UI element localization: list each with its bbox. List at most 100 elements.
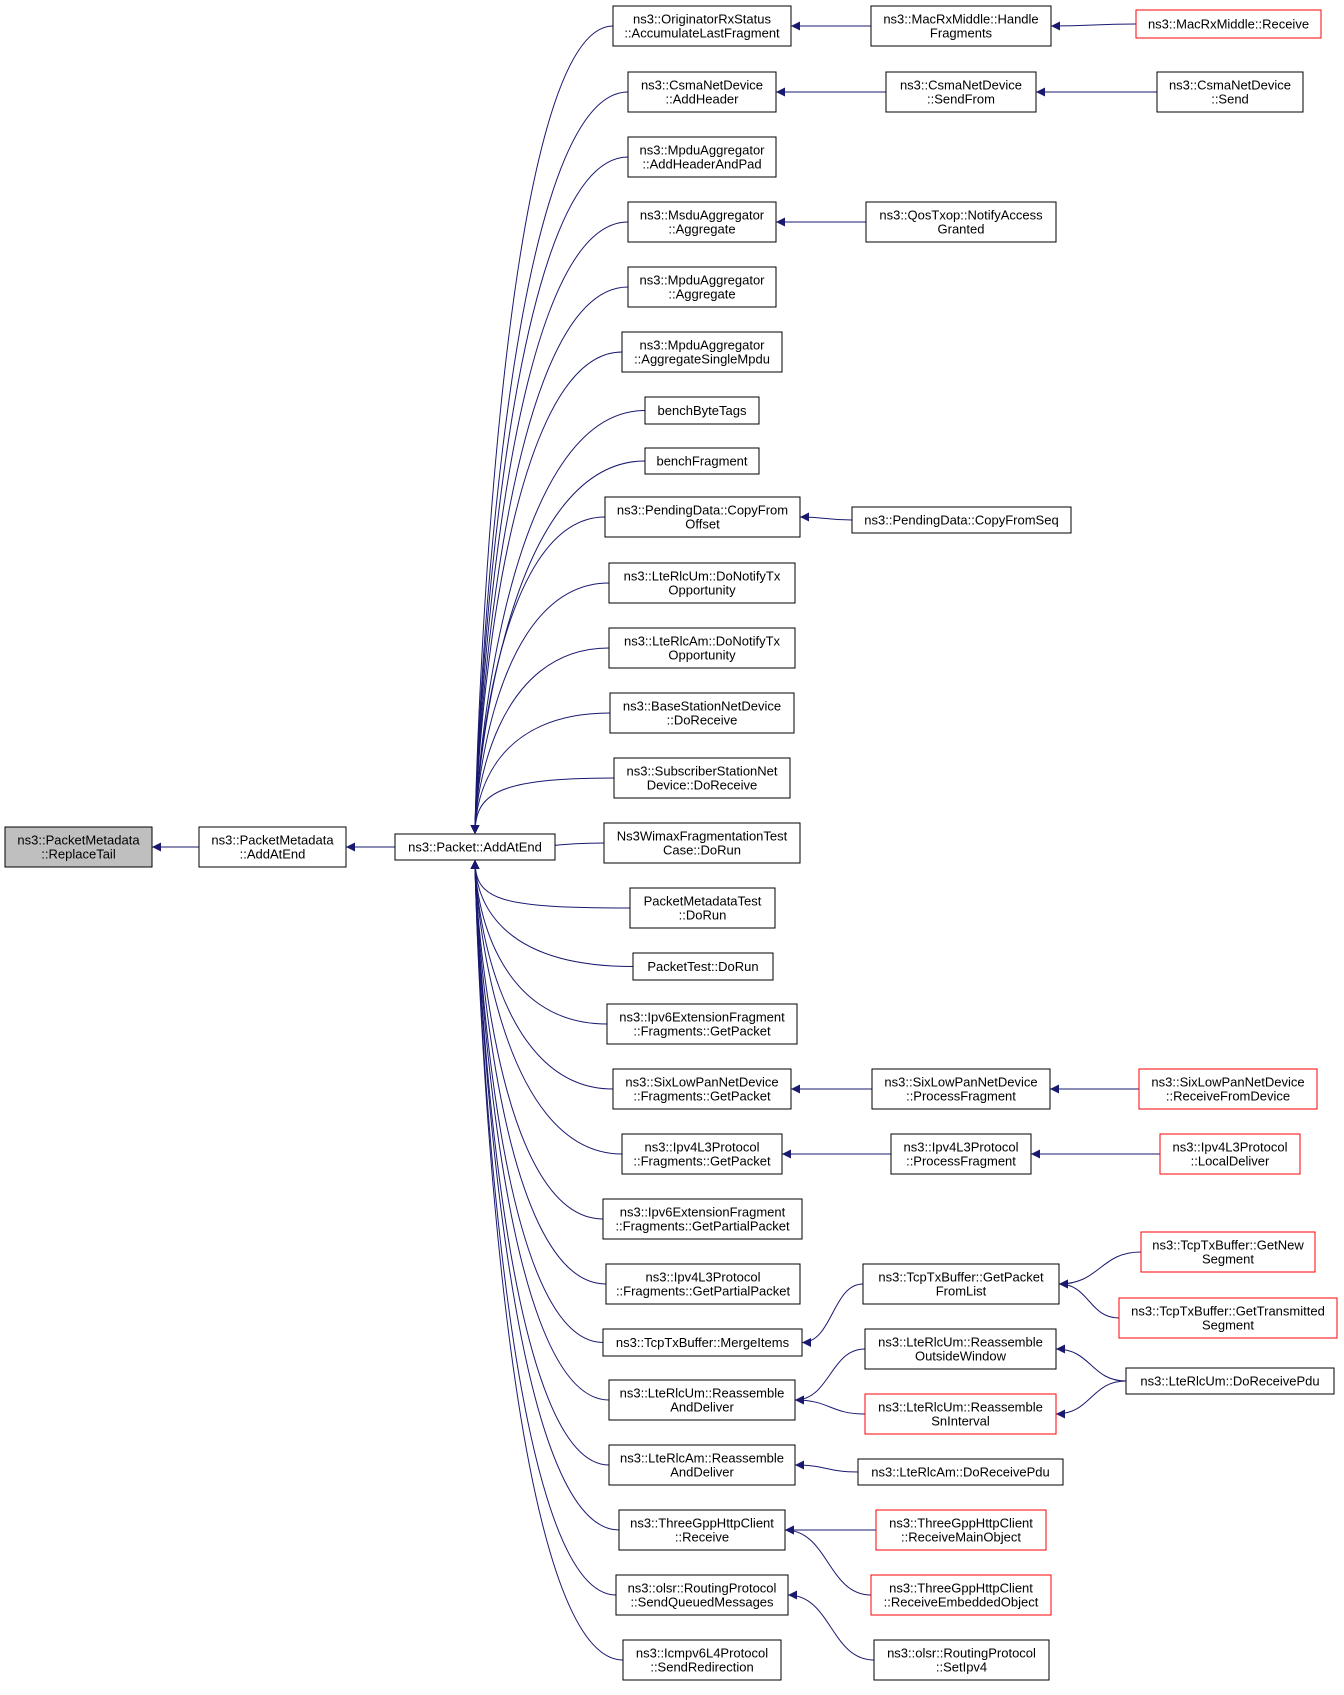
node-c3[interactable]: ns3::MpduAggregator::AddHeaderAndPad (627, 136, 777, 178)
node-label-line: ::AddAtEnd (240, 847, 306, 862)
node-c15[interactable]: PacketMetadataTest::DoRun (629, 887, 776, 929)
node-box (613, 757, 791, 799)
edges-layer (152, 21, 1160, 1661)
node-box (602, 1328, 803, 1357)
node-c18[interactable]: ns3::SixLowPanNetDevice::Fragments::GetP… (612, 1068, 792, 1110)
node-label-line: ns3::LteRlcAm::Reassemble (620, 1451, 784, 1466)
node-e23[interactable]: ns3::LteRlcUm::DoReceivePdu (1125, 1367, 1335, 1395)
node-box (1135, 9, 1322, 39)
edge-c19-to-packet_addatend (470, 859, 623, 1155)
edge-d24-to-c24 (794, 1460, 859, 1473)
node-label-line: SnInterval (931, 1414, 990, 1429)
node-c4[interactable]: ns3::MsduAggregator::Aggregate (627, 201, 777, 243)
node-packet_addatend[interactable]: ns3::Packet::AddAtEnd (394, 833, 556, 861)
node-label-line: Opportunity (668, 648, 736, 663)
node-label-line: ns3::SixLowPanNetDevice (1151, 1075, 1304, 1090)
edge-c18-to-packet_addatend (470, 859, 614, 1090)
node-d9[interactable]: ns3::PendingData::CopyFromSeq (851, 506, 1072, 534)
node-c5[interactable]: ns3::MpduAggregator::Aggregate (627, 266, 777, 308)
edge-c26-to-packet_addatend (470, 859, 617, 1596)
node-box (864, 1328, 1057, 1370)
node-c20[interactable]: ns3::Ipv6ExtensionFragment::Fragments::G… (602, 1198, 803, 1240)
edge-e22b-to-d22 (1058, 1279, 1120, 1319)
node-label-line: ns3::OriginatorRxStatus (633, 12, 772, 27)
node-box (627, 136, 777, 178)
node-label-line: ::Fragments::GetPartialPacket (615, 1219, 790, 1234)
node-label-line: ::SendQueuedMessages (630, 1595, 774, 1610)
node-e19[interactable]: ns3::Ipv4L3Protocol::LocalDeliver (1159, 1133, 1301, 1175)
node-box (627, 201, 777, 243)
node-replace_tail[interactable]: ns3::PacketMetadata::ReplaceTail (4, 826, 153, 868)
node-pm_addatend[interactable]: ns3::PacketMetadata::AddAtEnd (198, 826, 347, 868)
node-label-line: ns3::MpduAggregator (639, 273, 765, 288)
node-c1[interactable]: ns3::OriginatorRxStatus::AccumulateLastF… (612, 5, 792, 47)
node-c6[interactable]: ns3::MpduAggregator::AggregateSingleMpdu (621, 331, 783, 373)
node-label-line: ns3::SubscriberStationNet (626, 764, 777, 779)
node-label-line: ns3::olsr::RoutingProtocol (887, 1646, 1036, 1661)
edge-c3-to-packet_addatend (470, 156, 629, 835)
node-c27[interactable]: ns3::Icmpv6L4Protocol::SendRedirection (622, 1639, 782, 1681)
node-label-line: ns3::TcpTxBuffer::GetNew (1152, 1238, 1304, 1253)
node-box (644, 396, 760, 425)
node-box (612, 5, 792, 47)
node-c25[interactable]: ns3::ThreeGppHttpClient::Receive (618, 1509, 786, 1551)
node-c19[interactable]: ns3::Ipv4L3Protocol::Fragments::GetPacke… (621, 1133, 783, 1175)
node-c21[interactable]: ns3::Ipv4L3Protocol::Fragments::GetParti… (605, 1263, 801, 1305)
node-c7[interactable]: benchByteTags (644, 396, 760, 425)
node-box (875, 1509, 1047, 1551)
edge-c12-to-packet_addatend (470, 712, 611, 835)
node-label-line: ns3::Ipv6ExtensionFragment (619, 1010, 785, 1025)
node-box (851, 506, 1072, 534)
node-box (618, 1509, 786, 1551)
node-d18[interactable]: ns3::SixLowPanNetDevice::ProcessFragment (871, 1068, 1051, 1110)
node-d26[interactable]: ns3::olsr::RoutingProtocol::SetIpv4 (873, 1639, 1050, 1681)
node-label-line: benchFragment (656, 454, 747, 469)
edge-e23-to-d23a (1055, 1344, 1127, 1382)
node-label-line: ::Fragments::GetPacket (633, 1024, 771, 1039)
node-e18[interactable]: ns3::SixLowPanNetDevice::ReceiveFromDevi… (1138, 1068, 1318, 1110)
node-d25a[interactable]: ns3::ThreeGppHttpClient::ReceiveMainObje… (875, 1509, 1047, 1551)
node-label-line: ::LocalDeliver (1191, 1154, 1270, 1169)
node-e1[interactable]: ns3::MacRxMiddle::Receive (1135, 9, 1322, 39)
edge-d9-to-c9 (799, 512, 853, 522)
node-box (862, 1263, 1060, 1305)
node-c22[interactable]: ns3::TcpTxBuffer::MergeItems (602, 1328, 803, 1357)
node-label-line: ns3::ThreeGppHttpClient (889, 1581, 1033, 1596)
node-e2[interactable]: ns3::CsmaNetDevice::Send (1156, 71, 1304, 113)
node-c2[interactable]: ns3::CsmaNetDevice::AddHeader (627, 71, 777, 113)
node-box (604, 496, 801, 538)
node-c16[interactable]: PacketTest::DoRun (632, 952, 774, 981)
node-box (622, 1639, 782, 1681)
node-d19[interactable]: ns3::Ipv4L3Protocol::ProcessFragment (890, 1133, 1032, 1175)
node-c17[interactable]: ns3::Ipv6ExtensionFragment::Fragments::G… (606, 1003, 798, 1045)
node-d24[interactable]: ns3::LteRlcAm::DoReceivePdu (857, 1458, 1064, 1486)
node-label-line: ::Fragments::GetPacket (633, 1154, 771, 1169)
node-label-line: ns3::Ipv6ExtensionFragment (620, 1205, 786, 1220)
node-label-line: ::ReplaceTail (41, 847, 116, 862)
node-c8[interactable]: benchFragment (644, 447, 760, 475)
node-label-line: Offset (685, 517, 720, 532)
edge-c23-to-packet_addatend (470, 859, 610, 1401)
node-label-line: ns3::Ipv4L3Protocol (1173, 1140, 1288, 1155)
node-c13[interactable]: ns3::SubscriberStationNetDevice::DoRecei… (613, 757, 791, 799)
node-d25b[interactable]: ns3::ThreeGppHttpClient::ReceiveEmbedded… (870, 1574, 1052, 1616)
node-d2[interactable]: ns3::CsmaNetDevice::SendFrom (885, 71, 1037, 113)
node-c12[interactable]: ns3::BaseStationNetDevice::DoReceive (609, 692, 795, 734)
node-label-line: OutsideWindow (915, 1349, 1007, 1364)
node-box (608, 1379, 796, 1421)
node-label-line: ns3::TcpTxBuffer::GetTransmitted (1131, 1304, 1325, 1319)
node-c26[interactable]: ns3::olsr::RoutingProtocol::SendQueuedMe… (615, 1574, 789, 1616)
